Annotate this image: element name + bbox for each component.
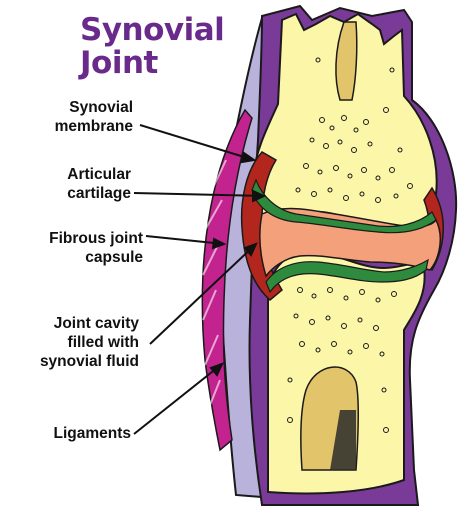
label-joint-cavity: Joint cavity filled with synovial fluid <box>40 314 139 371</box>
title-line-2: Joint <box>80 45 158 81</box>
pointer-ligaments <box>134 364 222 434</box>
label-ligaments: Ligaments <box>53 424 131 443</box>
title-line-1: Synovial <box>80 12 224 48</box>
label-synovial-membrane: Synovial membrane <box>55 98 133 136</box>
label-fibrous-joint-capsule: Fibrous joint capsule <box>49 229 143 267</box>
diagram-title: Synovial Joint <box>80 14 224 80</box>
label-articular-cartilage: Articular cartilage <box>67 165 131 203</box>
